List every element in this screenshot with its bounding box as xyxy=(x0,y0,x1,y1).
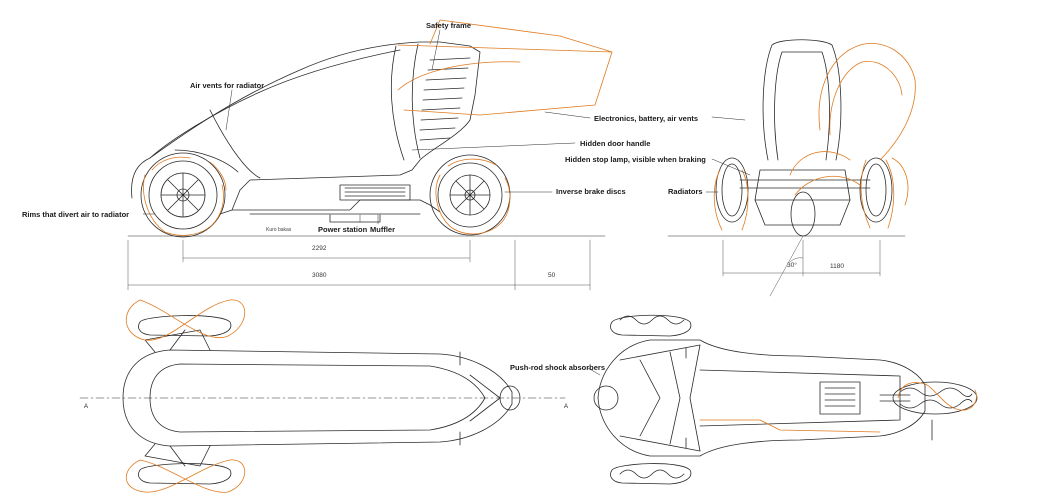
dim-angle: 30° xyxy=(787,262,797,269)
label-inverse-brake: Inverse brake discs xyxy=(556,187,626,196)
label-electronics: Electronics, battery, air vents xyxy=(594,114,699,123)
front-leaders xyxy=(705,116,751,193)
dim-length: 3080 xyxy=(312,272,327,279)
front-view xyxy=(667,39,906,237)
bottom-view-right-accent xyxy=(699,382,977,433)
top-view-left-accent xyxy=(125,299,246,493)
front-dimensions xyxy=(722,235,881,297)
label-radiators: Radiators xyxy=(668,187,703,196)
label-kuro-bakas: Kuro bakas xyxy=(266,227,292,233)
dim-track: 1180 xyxy=(830,263,844,270)
dim-wheelbase: 2292 xyxy=(312,245,327,252)
label-air-vents-radiator: Air vents for radiator xyxy=(190,81,265,90)
section-mark-right: A xyxy=(564,404,569,410)
dim-overhang: 50 xyxy=(548,272,556,279)
label-door-handle: Hidden door handle xyxy=(580,139,651,148)
label-power-station: Power station xyxy=(318,225,368,234)
side-view xyxy=(127,41,606,238)
bottom-leaders xyxy=(587,367,601,376)
label-safety-frame: Safety frame xyxy=(426,21,472,30)
bottom-view-right xyxy=(593,314,978,485)
label-stop-lamp: Hidden stop lamp, visible when braking xyxy=(565,155,706,164)
side-leaders xyxy=(142,29,591,225)
side-dimensions xyxy=(127,239,591,291)
side-view-accent xyxy=(143,19,613,236)
front-view-accent xyxy=(713,43,916,231)
top-view-left xyxy=(79,315,566,485)
label-muffler: Muffler xyxy=(370,225,395,234)
label-pushrod: Push-rod shock absorbers xyxy=(510,363,606,372)
label-rims: Rims that divert air to radiator xyxy=(22,210,130,219)
section-mark-left: A xyxy=(84,404,89,410)
